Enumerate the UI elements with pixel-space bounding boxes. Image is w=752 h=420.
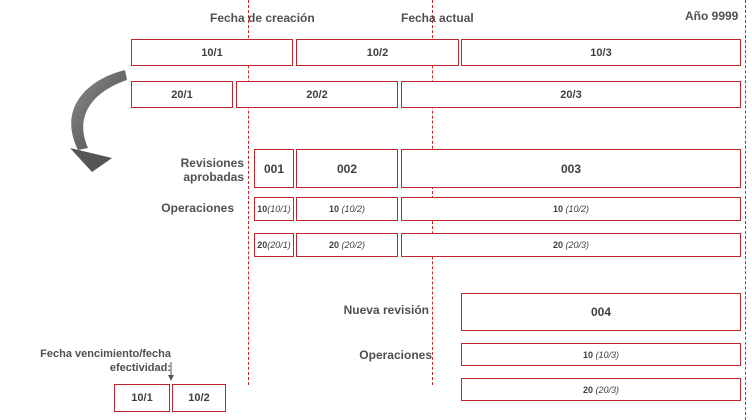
version-box: 10/1 xyxy=(131,39,293,66)
operations-label: Operaciones xyxy=(161,201,234,215)
version-box: 20/1 xyxy=(131,81,233,108)
expiry-box: 10/1 xyxy=(114,384,170,412)
revision-box: 002 xyxy=(296,149,398,188)
creation-date-header: Fecha de creación xyxy=(210,11,315,25)
new-operation-box: 20 (20/3) xyxy=(461,378,741,401)
operation-box: 10(10/1) xyxy=(254,197,294,221)
current-date-header: Fecha actual xyxy=(401,11,474,25)
revision-box: 001 xyxy=(254,149,294,188)
new-operations-label: Operaciones xyxy=(359,348,432,362)
operation-box: 10 (10/2) xyxy=(401,197,741,221)
operation-box: 20 (20/3) xyxy=(401,233,741,257)
operation-box: 20(20/1) xyxy=(254,233,294,257)
version-box: 10/3 xyxy=(461,39,741,66)
year-end-line xyxy=(745,0,746,420)
version-box: 20/2 xyxy=(236,81,398,108)
creation-date-line xyxy=(248,0,249,385)
year-end-header: Año 9999 xyxy=(685,9,739,23)
revision-box: 003 xyxy=(401,149,741,188)
new-revision-label: Nueva revisión xyxy=(343,303,429,317)
new-revision-box: 004 xyxy=(461,293,741,331)
approved-revisions-label: Revisiones aprobadas xyxy=(180,156,244,184)
version-box: 20/3 xyxy=(401,81,741,108)
operation-box: 20 (20/2) xyxy=(296,233,398,257)
version-box: 10/2 xyxy=(296,39,459,66)
operation-box: 10 (10/2) xyxy=(296,197,398,221)
expiry-box: 10/2 xyxy=(172,384,226,412)
new-operation-box: 10 (10/3) xyxy=(461,343,741,366)
expiry-effectivity-label: Fecha vencimiento/fecha efectividad: xyxy=(40,348,171,374)
current-date-line xyxy=(432,0,433,385)
